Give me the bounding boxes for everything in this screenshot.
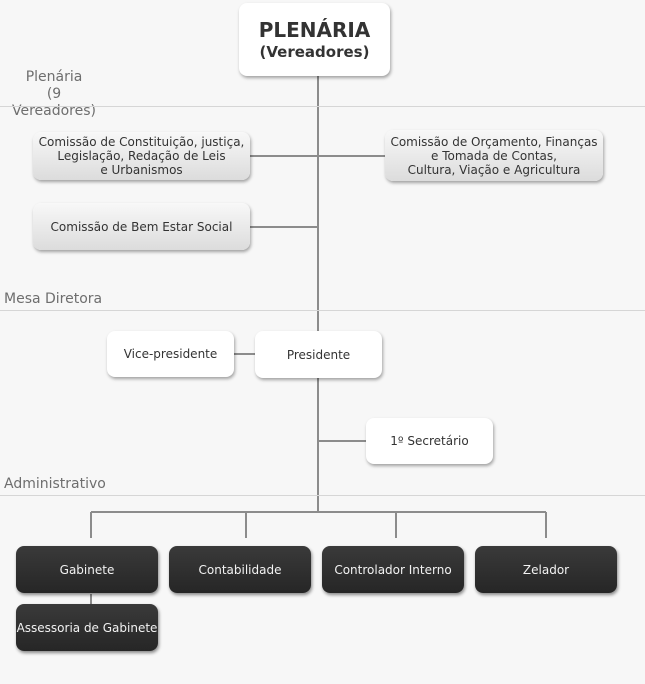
section-divider-plenaria bbox=[0, 106, 645, 107]
node-gabinete[interactable]: Gabinete bbox=[16, 546, 158, 593]
node-presidente[interactable]: Presidente bbox=[255, 331, 382, 378]
node-plenaria-subtitle: (Vereadores) bbox=[259, 42, 370, 61]
node-contabilidade[interactable]: Contabilidade bbox=[169, 546, 311, 593]
node-plenaria-vereadores[interactable]: PLENÁRIA (Vereadores) bbox=[239, 3, 390, 76]
node-zelador[interactable]: Zelador bbox=[475, 546, 617, 593]
node-controlador-interno[interactable]: Controlador Interno bbox=[322, 546, 464, 593]
section-divider-mesa-diretora bbox=[0, 310, 645, 311]
section-label-plenaria: Plenária (9 Vereadores) bbox=[11, 69, 96, 119]
section-label-administrativo: Administrativo bbox=[4, 476, 106, 492]
node-1-secretario[interactable]: 1º Secretário bbox=[366, 418, 493, 464]
node-comissao-orcamento[interactable]: Comissão de Orçamento, Finanças e Tomada… bbox=[385, 130, 603, 181]
section-label-mesa-diretora: Mesa Diretora bbox=[4, 291, 103, 307]
node-plenaria-title: PLENÁRIA bbox=[258, 17, 371, 42]
node-vice-presidente[interactable]: Vice-presidente bbox=[107, 331, 234, 377]
node-comissao-constituicao[interactable]: Comissão de Constituição, justiça, Legis… bbox=[33, 132, 250, 180]
section-divider-administrativo bbox=[0, 495, 645, 496]
node-comissao-bem-estar[interactable]: Comissão de Bem Estar Social bbox=[33, 203, 250, 250]
node-assessoria-gabinete[interactable]: Assessoria de Gabinete bbox=[16, 604, 158, 651]
